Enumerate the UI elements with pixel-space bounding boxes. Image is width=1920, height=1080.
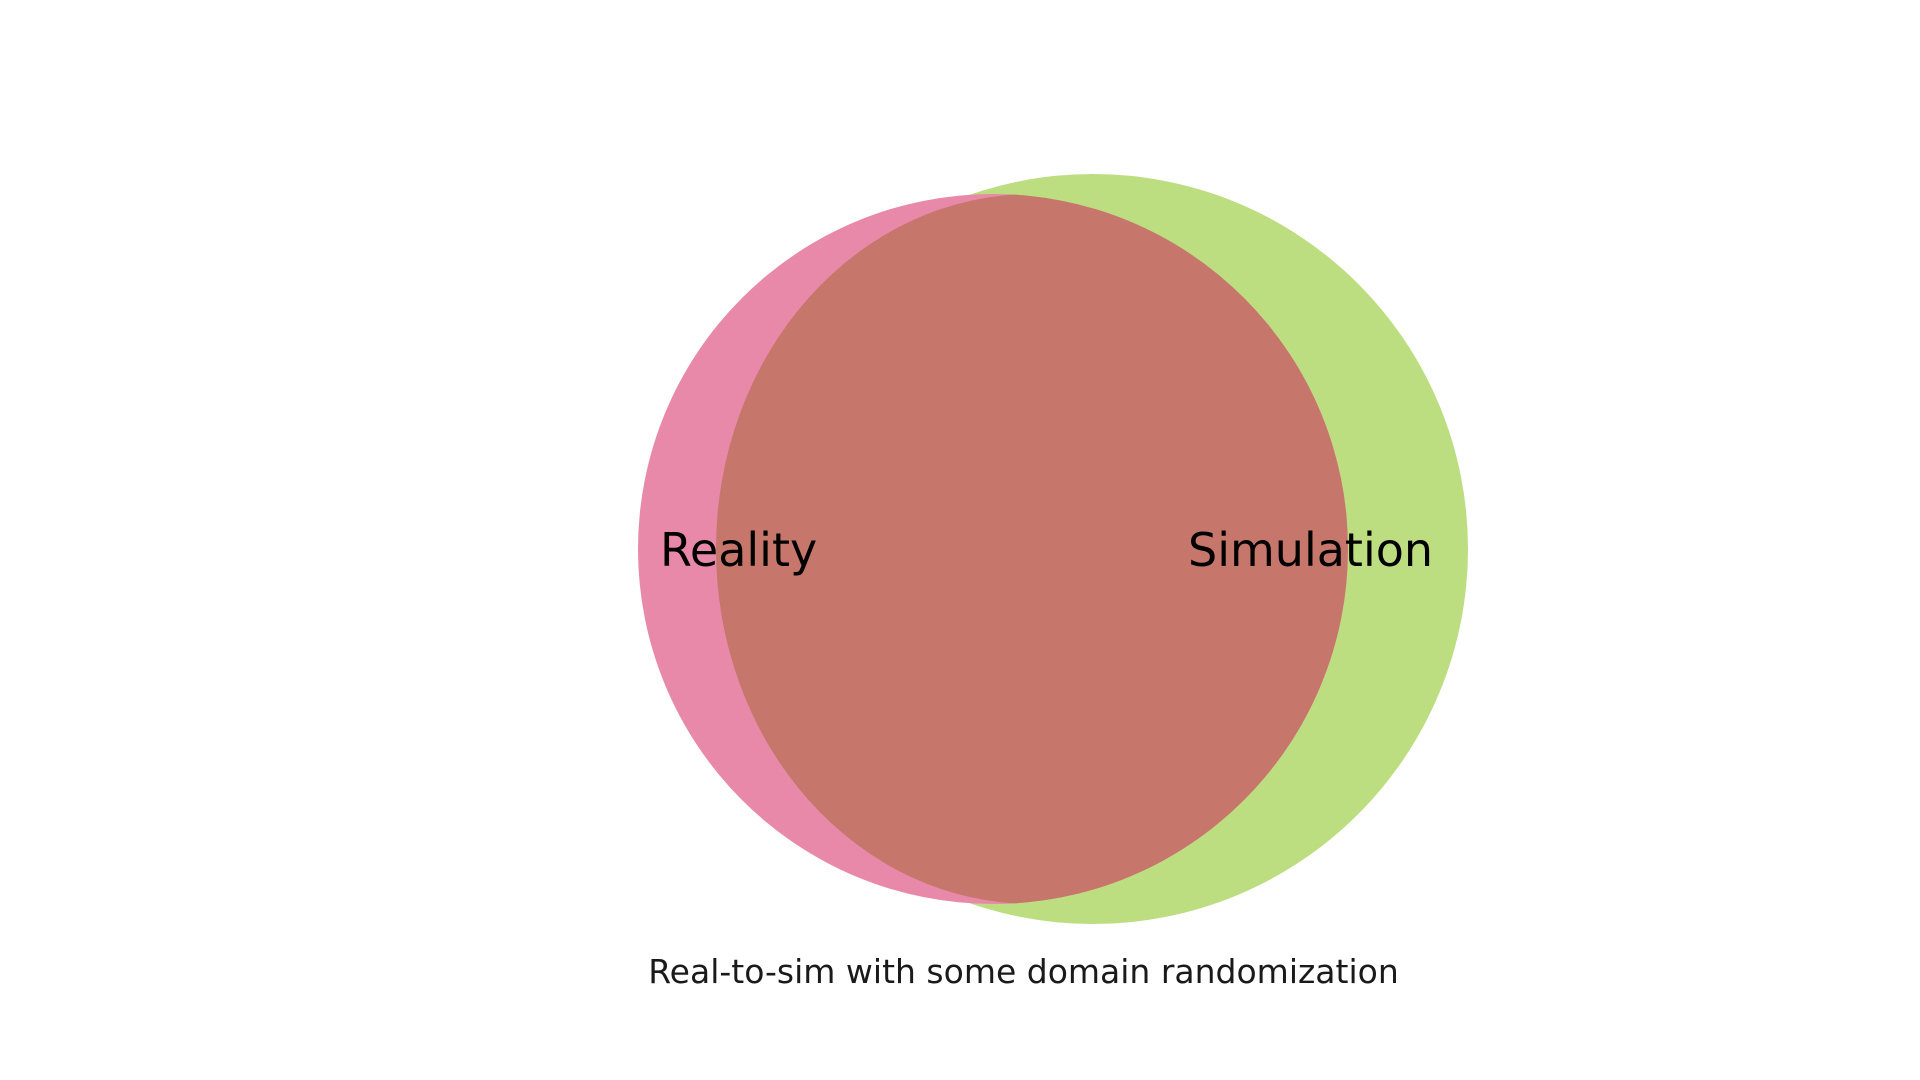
overlap-region (716, 194, 1348, 904)
simulation-label: Simulation (1188, 523, 1433, 577)
reality-label: Reality (660, 523, 817, 577)
diagram-caption: Real-to-sim with some domain randomizati… (648, 952, 1399, 991)
